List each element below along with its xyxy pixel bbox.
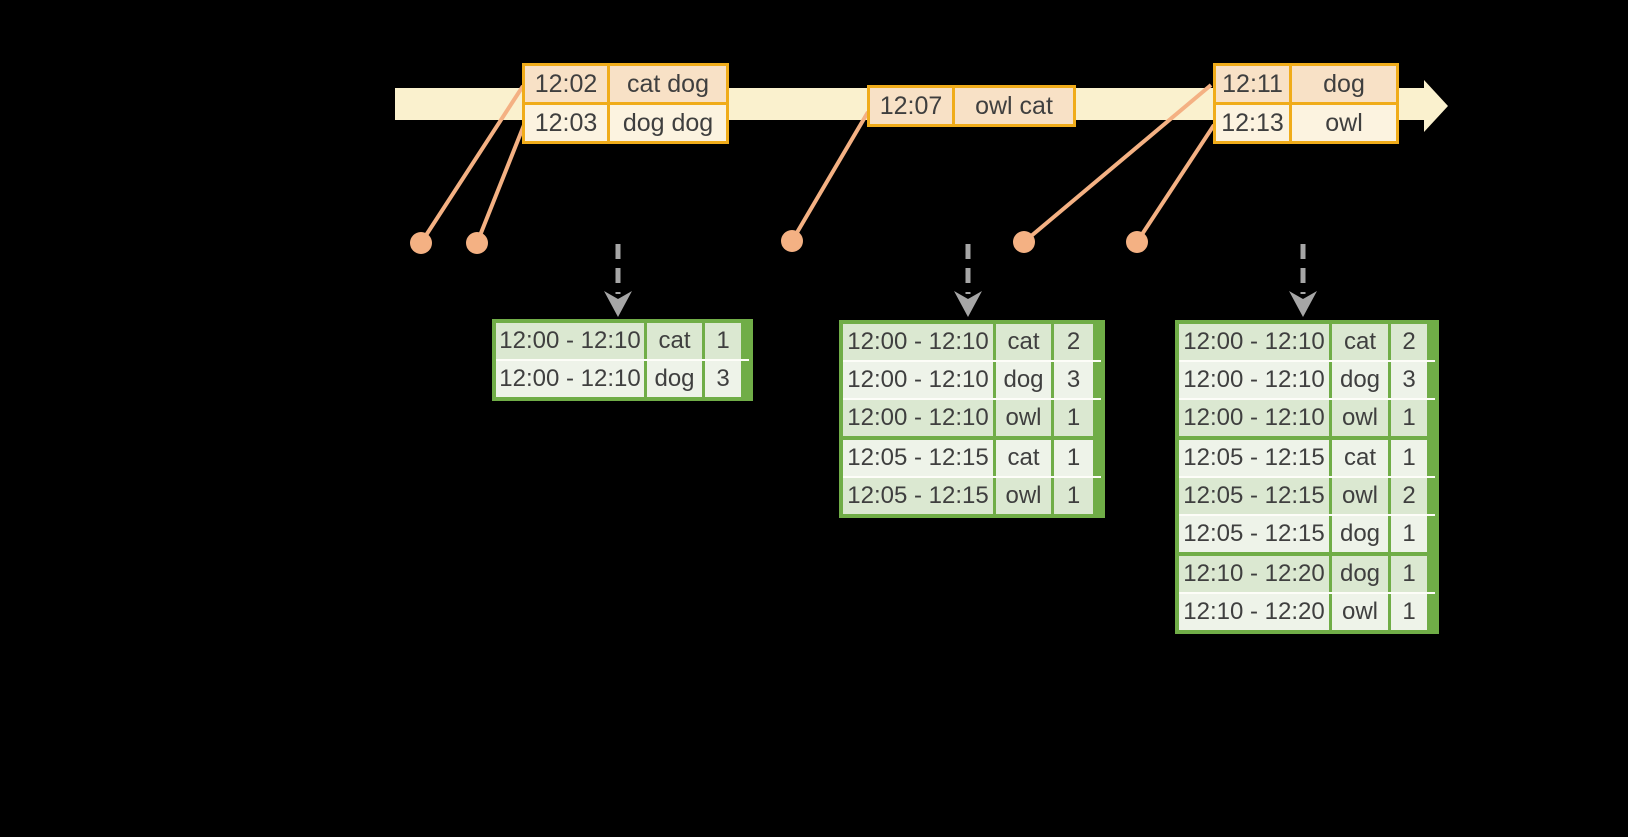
result-word-cell: dog: [647, 361, 702, 397]
result-word-cell: dog: [1332, 362, 1388, 398]
event-dot: [781, 230, 803, 252]
result-window-cell: 12:05 - 12:15: [1179, 516, 1329, 552]
result-window-cell: 12:00 - 12:10: [843, 324, 993, 360]
event-connector-line: [1022, 83, 1213, 244]
event-connector-line: [1135, 123, 1216, 244]
result-word-cell: dog: [996, 362, 1051, 398]
result-count-cell: 2: [1391, 324, 1427, 360]
result-count-cell: 3: [1054, 362, 1093, 398]
result-count-cell: 3: [1391, 362, 1427, 398]
result-word-cell: cat: [996, 324, 1051, 360]
result-count-cell: 3: [705, 361, 741, 397]
event-dot: [466, 232, 488, 254]
result-window-cell: 12:00 - 12:10: [1179, 400, 1329, 436]
result-window-cell: 12:10 - 12:20: [1179, 556, 1329, 592]
result-count-cell: 1: [705, 323, 741, 359]
event-connector-line: [475, 124, 526, 244]
result-count-cell: 1: [1054, 400, 1093, 436]
result-word-cell: cat: [1332, 440, 1388, 476]
trigger-arrowhead-icon: [1289, 291, 1317, 317]
result-word-cell: owl: [1332, 594, 1388, 630]
result-window-cell: 12:00 - 12:10: [843, 400, 993, 436]
event-time-cell: 12:13: [1216, 105, 1289, 141]
result-word-cell: owl: [1332, 478, 1388, 514]
trigger-arrowhead-icon: [604, 291, 632, 317]
event-time-cell: 12:11: [1216, 66, 1289, 102]
event-words-cell: cat dog: [610, 66, 726, 102]
event-words-cell: dog dog: [610, 105, 726, 141]
result-window-cell: 12:00 - 12:10: [496, 361, 644, 397]
result-count-cell: 1: [1054, 440, 1093, 476]
result-window-cell: 12:05 - 12:15: [1179, 478, 1329, 514]
event-connector-line: [790, 110, 870, 243]
event-words-cell: dog: [1292, 66, 1396, 102]
event-words-cell: owl cat: [955, 88, 1073, 124]
result-window-cell: 12:00 - 12:10: [1179, 324, 1329, 360]
result-window-cell: 12:05 - 12:15: [843, 478, 993, 514]
result-word-cell: dog: [1332, 556, 1388, 592]
result-window-cell: 12:00 - 12:10: [1179, 362, 1329, 398]
result-word-cell: owl: [996, 400, 1051, 436]
result-window-cell: 12:05 - 12:15: [843, 440, 993, 476]
result-count-cell: 1: [1391, 556, 1427, 592]
result-window-cell: 12:00 - 12:10: [496, 323, 644, 359]
trigger-arrowhead-icon: [954, 291, 982, 317]
event-time-cell: 12:07: [870, 88, 952, 124]
result-word-cell: dog: [1332, 516, 1388, 552]
event-dot: [1126, 231, 1148, 253]
event-dot: [1013, 231, 1035, 253]
result-count-cell: 1: [1391, 400, 1427, 436]
result-word-cell: owl: [1332, 400, 1388, 436]
event-time-cell: 12:02: [525, 66, 607, 102]
result-window-cell: 12:10 - 12:20: [1179, 594, 1329, 630]
result-count-cell: 1: [1054, 478, 1093, 514]
result-count-cell: 1: [1391, 516, 1427, 552]
timeline-arrowhead-icon: [1424, 80, 1448, 132]
result-word-cell: cat: [996, 440, 1051, 476]
result-word-cell: owl: [996, 478, 1051, 514]
event-dot: [410, 232, 432, 254]
result-word-cell: cat: [647, 323, 702, 359]
result-count-cell: 2: [1054, 324, 1093, 360]
event-time-cell: 12:03: [525, 105, 607, 141]
event-connector-line: [419, 84, 525, 245]
event-words-cell: owl: [1292, 105, 1396, 141]
result-count-cell: 1: [1391, 594, 1427, 630]
result-count-cell: 2: [1391, 478, 1427, 514]
result-word-cell: cat: [1332, 324, 1388, 360]
result-count-cell: 1: [1391, 440, 1427, 476]
result-window-cell: 12:05 - 12:15: [1179, 440, 1329, 476]
result-window-cell: 12:00 - 12:10: [843, 362, 993, 398]
